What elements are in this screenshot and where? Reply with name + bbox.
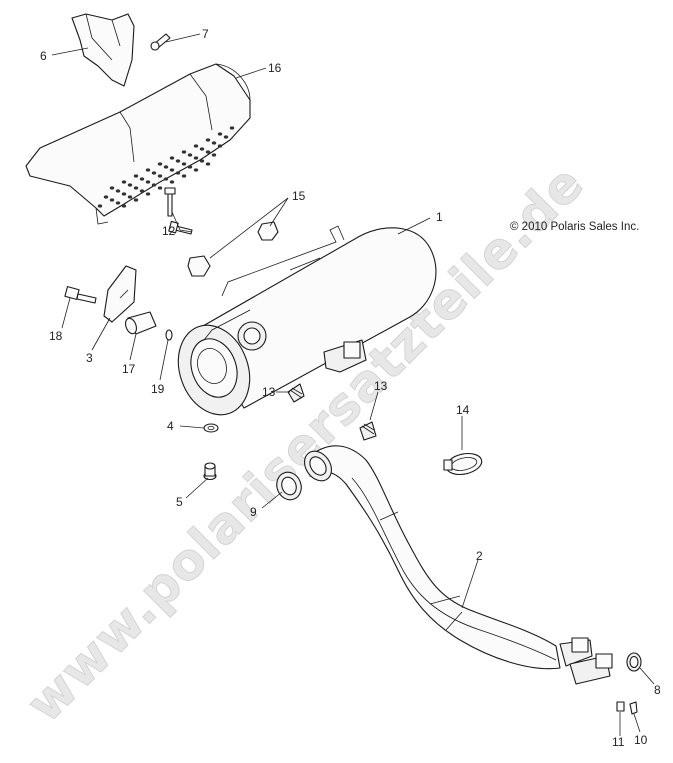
part-19-washer bbox=[165, 329, 173, 341]
callout-13-left: 13 bbox=[262, 385, 276, 399]
part-12-shoulder-bolts bbox=[164, 187, 193, 235]
leader-lines bbox=[51, 33, 655, 736]
perforation-hole bbox=[175, 171, 181, 175]
perforation-hole bbox=[139, 177, 145, 181]
part-3-bracket bbox=[103, 265, 137, 323]
perforation-hole bbox=[103, 195, 109, 199]
callout-7: 7 bbox=[202, 27, 209, 41]
callout-11: 11 bbox=[612, 735, 625, 749]
perforation-hole bbox=[211, 141, 217, 145]
perforation-hole bbox=[217, 144, 223, 148]
part-5-grommet bbox=[203, 462, 217, 481]
perforation-hole bbox=[193, 144, 199, 148]
perforation-hole bbox=[115, 189, 121, 193]
perforation-hole bbox=[133, 186, 139, 190]
callout-14: 14 bbox=[456, 403, 470, 417]
perforation-hole bbox=[121, 192, 127, 196]
perforation-hole bbox=[97, 204, 103, 208]
perforation-hole bbox=[205, 150, 211, 154]
perforation-hole bbox=[169, 180, 175, 184]
callout-10: 10 bbox=[634, 733, 648, 747]
part-6-heat-shield-plate bbox=[71, 13, 135, 87]
part-10-11-fasteners bbox=[616, 701, 638, 715]
perforation-hole bbox=[157, 174, 163, 178]
perforation-hole bbox=[187, 153, 193, 157]
callout-17: 17 bbox=[122, 362, 136, 376]
perforation-hole bbox=[169, 156, 175, 160]
perforation-hole bbox=[211, 153, 217, 157]
perforation-hole bbox=[121, 180, 127, 184]
part-14-clamp bbox=[443, 452, 483, 476]
part-8-gasket bbox=[626, 652, 642, 672]
callout-16: 16 bbox=[268, 61, 282, 75]
callout-5: 5 bbox=[176, 495, 183, 509]
callout-4: 4 bbox=[167, 419, 174, 433]
part-13-springs bbox=[287, 383, 377, 441]
callout-15: 15 bbox=[292, 189, 306, 203]
perforation-hole bbox=[145, 168, 151, 172]
perforation-hole bbox=[163, 177, 169, 181]
perforation-hole bbox=[199, 147, 205, 151]
perforation-hole bbox=[217, 132, 223, 136]
perforation-hole bbox=[181, 162, 187, 166]
perforation-hole bbox=[151, 171, 157, 175]
callout-1: 1 bbox=[436, 210, 443, 224]
perforation-hole bbox=[157, 162, 163, 166]
part-2-head-pipe bbox=[304, 445, 613, 685]
callout-19: 19 bbox=[151, 382, 165, 396]
callout-2: 2 bbox=[476, 549, 483, 563]
callout-12: 12 bbox=[162, 224, 176, 238]
part-16-perforated-heat-shield bbox=[25, 63, 251, 225]
callout-8: 8 bbox=[654, 683, 661, 697]
part-9-gasket bbox=[276, 471, 302, 501]
perforation-hole bbox=[157, 186, 163, 190]
callout-6: 6 bbox=[40, 49, 47, 63]
perforation-hole bbox=[127, 183, 133, 187]
perforation-hole bbox=[145, 180, 151, 184]
perforation-hole bbox=[139, 189, 145, 193]
part-18-bolt bbox=[64, 286, 97, 304]
callout-3: 3 bbox=[86, 351, 93, 365]
callout-numbers: 6 7 16 12 15 1 18 3 17 19 13 13 4 5 9 14… bbox=[40, 27, 661, 749]
perforation-hole bbox=[181, 174, 187, 178]
perforation-hole bbox=[109, 198, 115, 202]
part-15-clips bbox=[187, 221, 279, 277]
perforation-hole bbox=[151, 183, 157, 187]
perforation-hole bbox=[193, 156, 199, 160]
part-4-washer bbox=[203, 423, 219, 433]
perforation-hole bbox=[181, 150, 187, 154]
perforation-hole bbox=[133, 198, 139, 202]
perforation-hole bbox=[145, 192, 151, 196]
perforation-hole bbox=[229, 126, 235, 130]
perforation-hole bbox=[187, 165, 193, 169]
callout-18: 18 bbox=[49, 329, 63, 343]
perforation-hole bbox=[199, 159, 205, 163]
perforation-hole bbox=[223, 135, 229, 139]
perforation-hole bbox=[115, 201, 121, 205]
part-17-spacer bbox=[125, 311, 157, 335]
part-1-muffler bbox=[177, 225, 437, 416]
callout-9: 9 bbox=[250, 505, 257, 519]
perforation-hole bbox=[193, 168, 199, 172]
perforation-hole bbox=[205, 138, 211, 142]
perforation-hole bbox=[163, 165, 169, 169]
perforation-hole bbox=[127, 195, 133, 199]
copyright-text: © 2010 Polaris Sales Inc. bbox=[510, 221, 639, 233]
part-7-bolt bbox=[150, 33, 171, 51]
perforation-hole bbox=[169, 168, 175, 172]
perforation-hole bbox=[205, 162, 211, 166]
perforation-hole bbox=[133, 174, 139, 178]
perforation-hole bbox=[109, 186, 115, 190]
perforation-hole bbox=[121, 204, 127, 208]
callout-13-right: 13 bbox=[374, 379, 388, 393]
perforation-hole bbox=[175, 159, 181, 163]
